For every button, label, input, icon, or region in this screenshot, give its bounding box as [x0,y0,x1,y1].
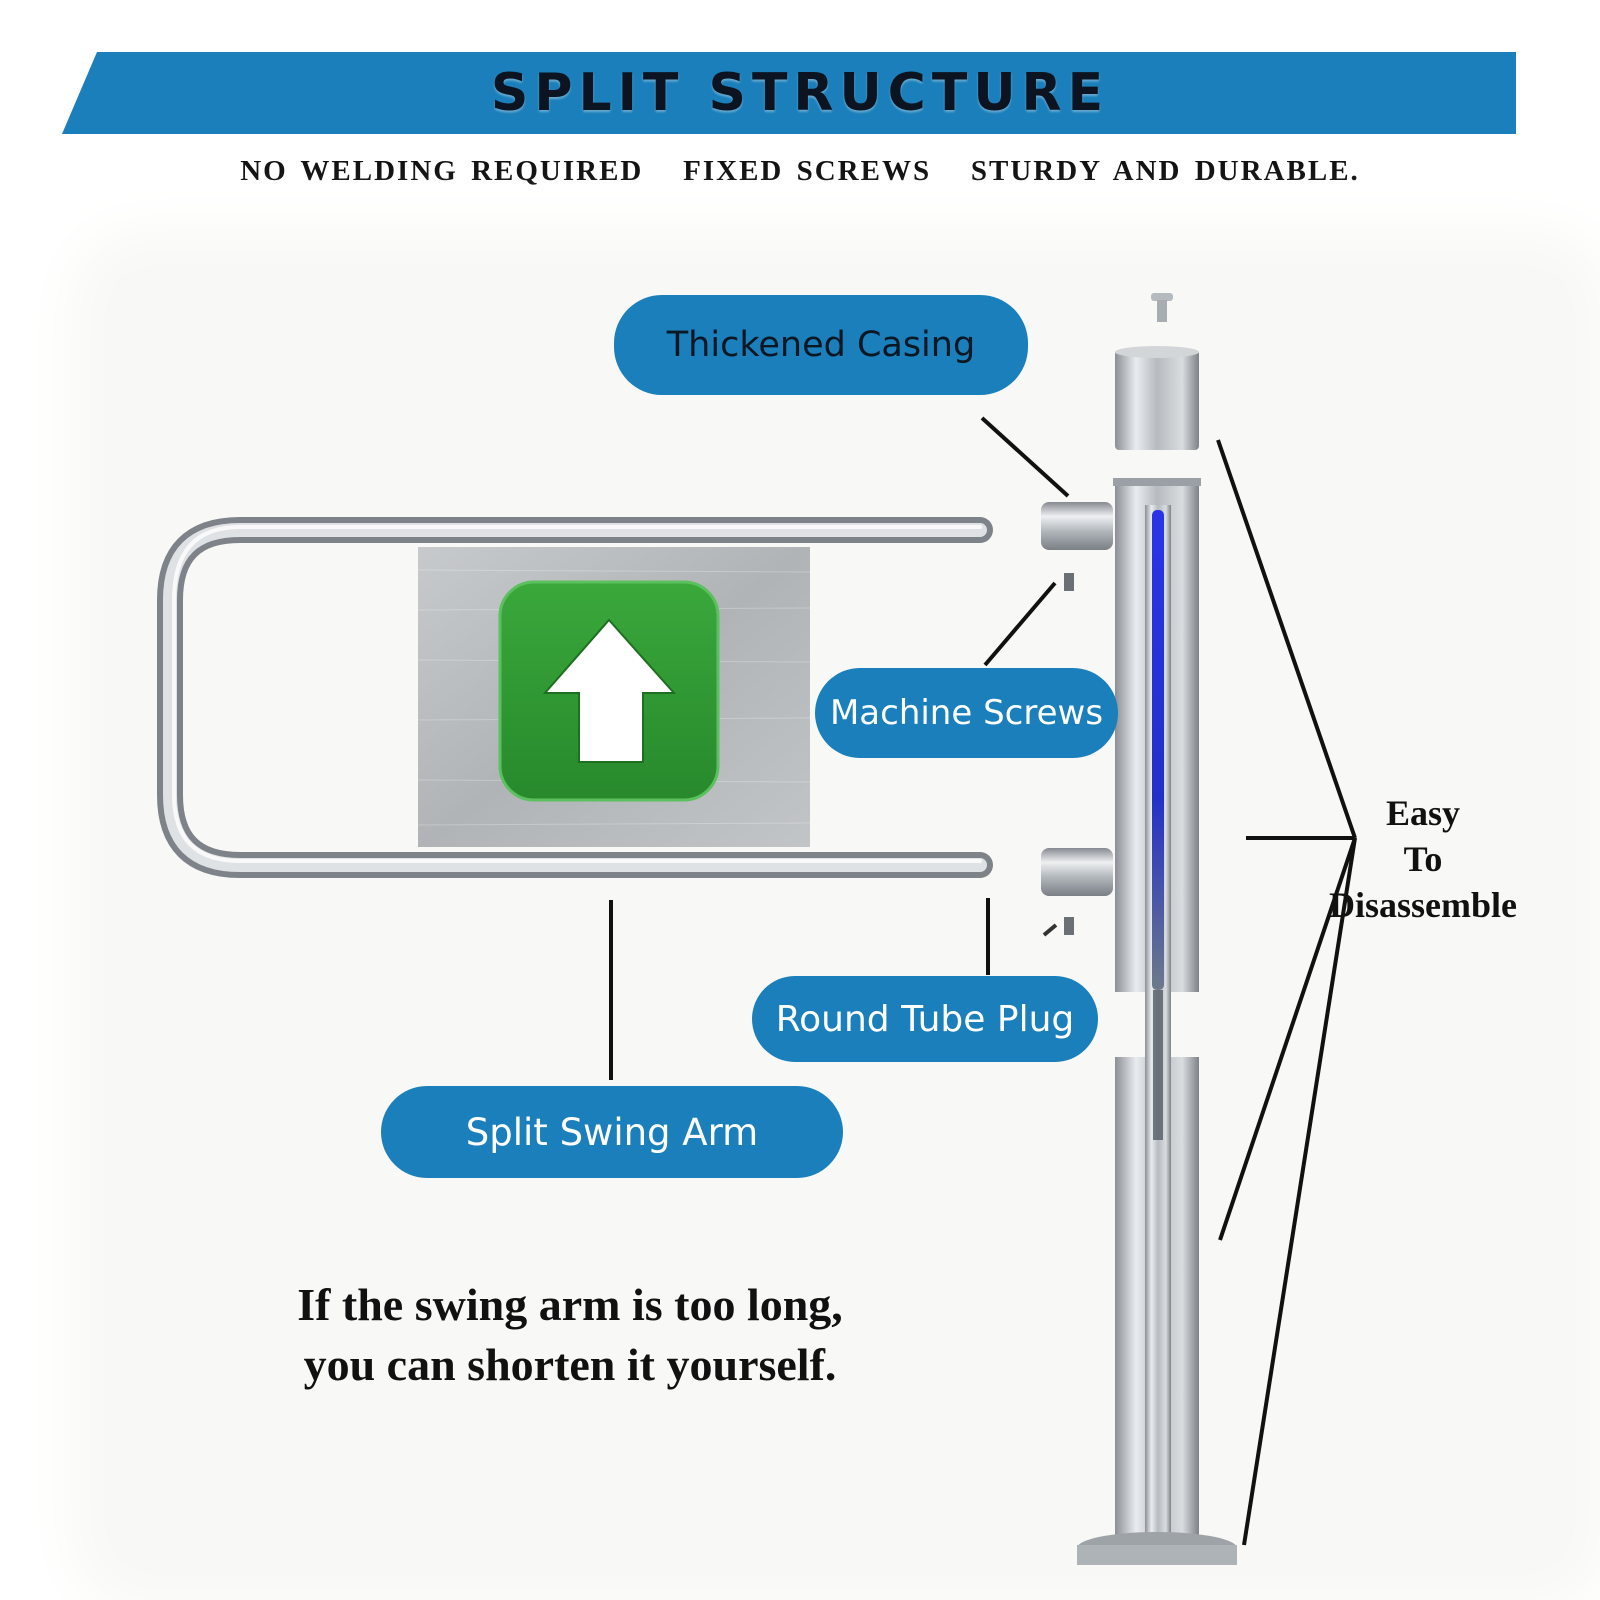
screw-icon [1064,573,1074,591]
feature-subtitle: NO WELDING REQUIRED FIXED SCREWS STURDY … [240,155,1360,187]
easy-line-2: To [1403,839,1443,879]
easy-line-1: Easy [1385,793,1461,833]
easy-line-3: Disassemble [1329,885,1517,925]
swing-arm [157,517,993,878]
blue-led-strip [1152,510,1164,990]
banner-title: SPLIT STRUCTURE [490,63,1110,123]
label-thickened-casing: Thickened Casing [614,295,1028,395]
label-machine-screws: Machine Screws [815,668,1118,758]
screw-icon [1064,917,1074,935]
leader-lines [609,416,1357,1546]
upper-sleeve [1041,502,1113,550]
cap-screw-icon [1151,293,1173,301]
easy-to-disassemble-label: Easy To Disassemble [1298,790,1548,928]
post-top-cap [1115,350,1199,450]
label-split-swing-arm: Split Swing Arm [381,1086,843,1178]
title-banner [62,52,1516,134]
lower-sleeve [1041,848,1113,896]
caption-line-2: you can shorten it yourself. [303,1339,837,1390]
caption-line-1: If the swing arm is too long, [297,1279,843,1330]
up-arrow-icon [542,618,677,763]
label-round-tube-plug: Round Tube Plug [752,976,1098,1062]
shorten-arm-caption: If the swing arm is too long, you can sh… [200,1275,940,1395]
